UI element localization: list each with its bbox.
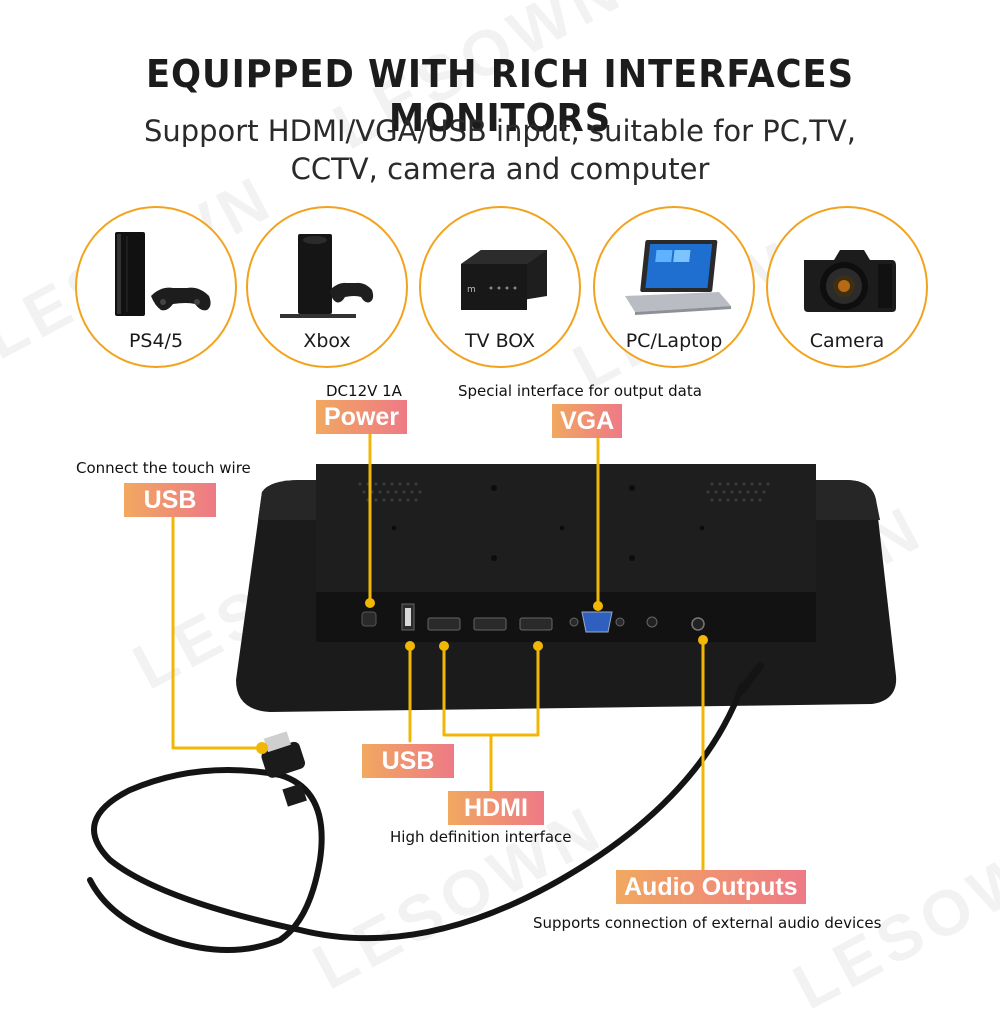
usb-cable xyxy=(87,683,745,953)
dc-power-port xyxy=(361,611,377,627)
device-label: Camera xyxy=(809,330,885,352)
usb-callout: USB xyxy=(362,744,454,778)
usb-touch-note: Connect the touch wire xyxy=(76,459,251,477)
vga-port xyxy=(581,611,613,633)
hdmi-port-1 xyxy=(427,617,461,631)
audio-note: Supports connection of external audio de… xyxy=(533,914,882,932)
vga-callout: VGA xyxy=(552,404,623,438)
power-note: DC12V 1A xyxy=(326,382,402,400)
device-xbox: Xbox xyxy=(246,206,408,368)
speaker-grille-right xyxy=(706,482,770,502)
device-label: Xbox xyxy=(303,330,351,352)
svg-text:m: m xyxy=(467,285,476,295)
subtitle-line: Support HDMI/VGA/USB input, suitable for… xyxy=(143,114,857,148)
subtitle-line: CCTV, camera and computer xyxy=(290,152,710,186)
game-console-icon xyxy=(115,232,211,316)
laptop-icon xyxy=(625,240,731,315)
vga-note: Special interface for output data xyxy=(458,382,702,400)
audio-port xyxy=(691,617,705,631)
audio-callout: Audio Outputs xyxy=(616,870,806,904)
device-label: PS4/5 xyxy=(128,330,184,352)
hdmi-port-3 xyxy=(519,617,553,631)
hdmi-callout: HDMI xyxy=(448,791,544,825)
device-ps45: PS4/5 xyxy=(75,206,237,368)
monitor-illustration xyxy=(87,430,897,953)
tv-box-icon: m xyxy=(461,250,547,310)
usb-touch-callout: USB xyxy=(124,483,216,517)
device-label: TV BOX xyxy=(464,330,536,352)
speaker-grille-left xyxy=(358,482,422,502)
page-title: EQUIPPED WITH RICH INTERFACES MONITORS xyxy=(145,52,855,140)
hdmi-note: High definition interface xyxy=(390,828,572,846)
camera-icon xyxy=(804,250,896,312)
xbox-console-icon xyxy=(280,234,374,318)
device-tvbox: m TV BOX xyxy=(419,206,581,368)
device-camera: Camera xyxy=(766,206,928,368)
device-label: PC/Laptop xyxy=(625,330,723,352)
power-callout: Power xyxy=(316,400,408,434)
hdmi-port-2 xyxy=(473,617,507,631)
device-pc-laptop: PC/Laptop xyxy=(593,206,755,368)
usb-plug xyxy=(261,731,307,807)
page-subtitle: Support HDMI/VGA/USB input, suitable for… xyxy=(100,112,900,188)
